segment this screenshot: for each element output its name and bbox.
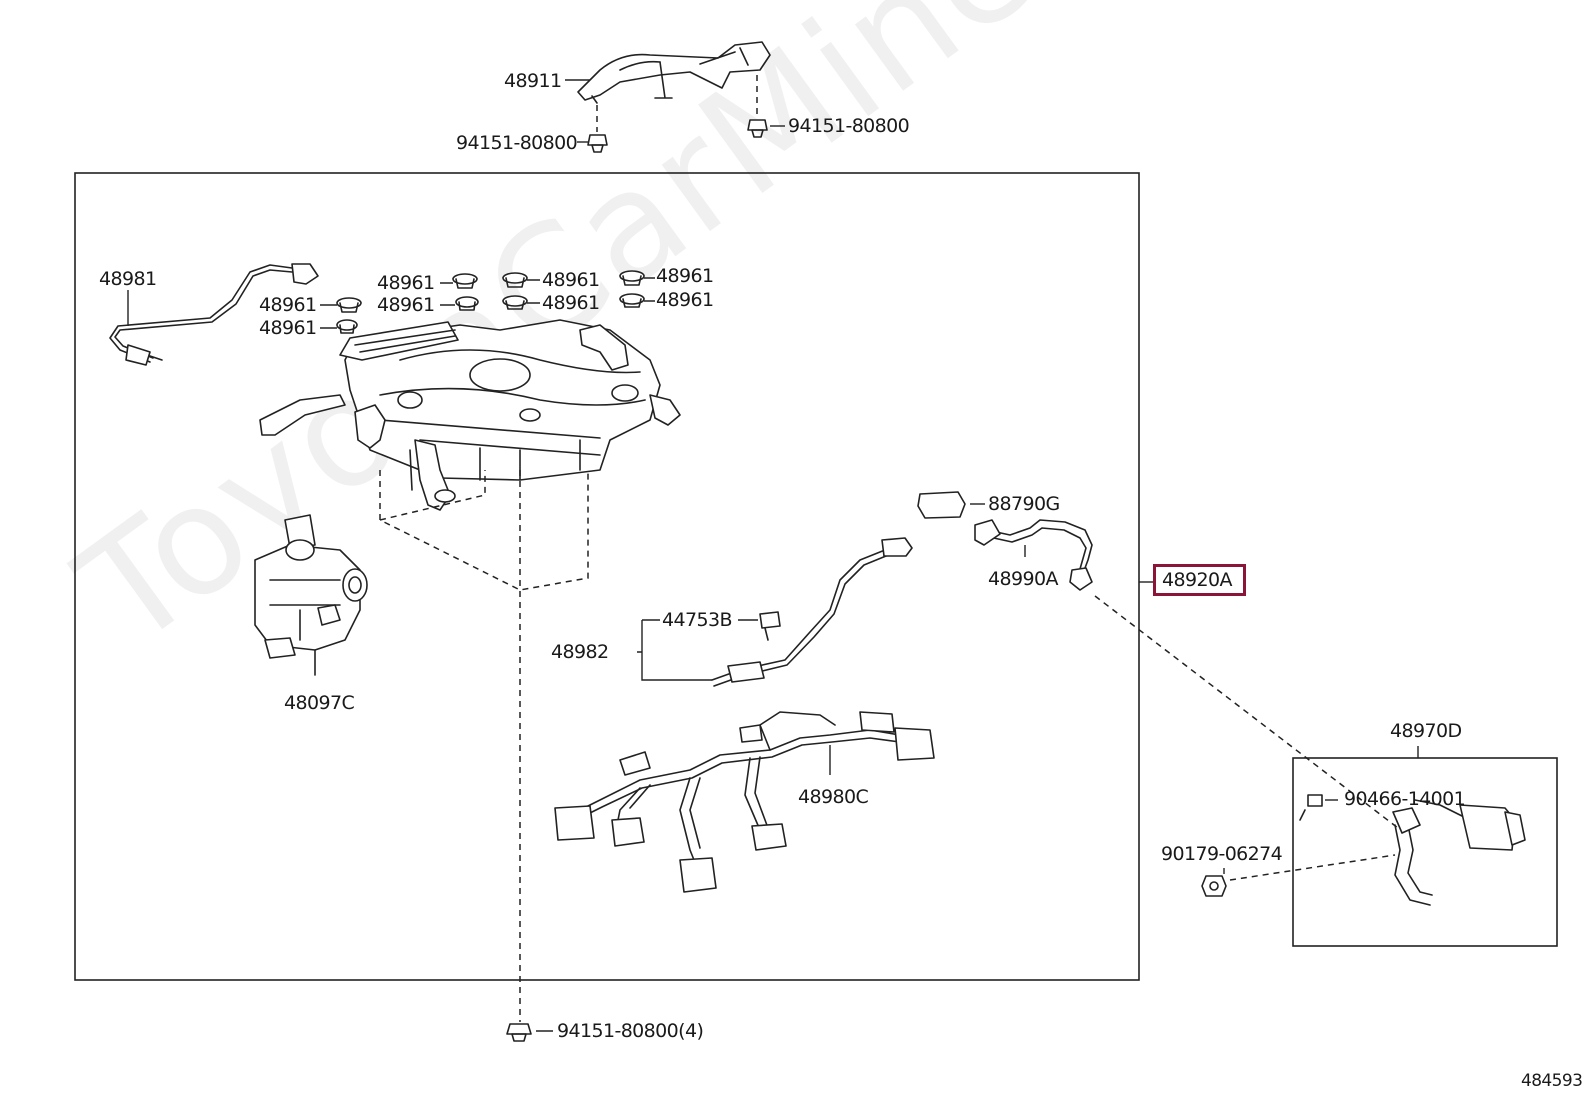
harness-48982-drawing [711, 537, 913, 687]
part-label-48961-3[interactable]: 48961 [377, 272, 435, 294]
subassembly-48970D-drawing [1299, 794, 1526, 906]
harness-48980C-drawing [554, 711, 935, 893]
part-label-48961-2[interactable]: 48961 [259, 317, 317, 339]
part-label-48961-1[interactable]: 48961 [259, 294, 317, 316]
valve-48097C-drawing [254, 514, 368, 676]
part-label-44753B[interactable]: 44753B [662, 609, 732, 631]
part-label-48961-5[interactable]: 48961 [542, 269, 600, 291]
part-label-48961-6[interactable]: 48961 [542, 292, 600, 314]
part-label-48981[interactable]: 48981 [99, 268, 157, 290]
bolt-top-left-drawing [587, 105, 608, 153]
nut-label-90179[interactable]: 90179-06274 [1161, 843, 1283, 865]
nut-90179-drawing [1201, 875, 1227, 897]
bolt-label-top-right[interactable]: 94151-80800 [788, 115, 910, 137]
part-label-48961-7[interactable]: 48961 [656, 265, 714, 287]
bolt-bottom-drawing [506, 1023, 532, 1042]
diagram-number: 484593 [1521, 1071, 1583, 1091]
assembly-frame [74, 172, 1140, 981]
part-label-48961-8[interactable]: 48961 [656, 289, 714, 311]
highlight-box-48920A [1153, 564, 1246, 596]
grommets-48961-drawing [336, 270, 645, 334]
part-label-48961-4[interactable]: 48961 [377, 294, 435, 316]
part-label-48920A[interactable]: 48920A [1162, 569, 1232, 591]
connector-88790G-drawing [917, 491, 966, 519]
leader-lines [127, 79, 1419, 1032]
part-label-48097C[interactable]: 48097C [284, 692, 355, 714]
dashed-bracket-inner [379, 470, 486, 521]
dashed-link-48920A [1094, 595, 1399, 829]
bolt-label-top-left[interactable]: 94151-80800 [456, 132, 578, 154]
part-label-48990A[interactable]: 48990A [988, 568, 1058, 590]
bracket-48911-drawing [577, 41, 771, 104]
dashed-link-90179 [1229, 854, 1396, 881]
harness-48990A-drawing [974, 519, 1093, 591]
part-label-48911[interactable]: 48911 [504, 70, 562, 92]
dashed-bracket-outline [379, 470, 589, 591]
part-label-48970D[interactable]: 48970D [1390, 720, 1462, 742]
part-label-48982[interactable]: 48982 [551, 641, 609, 663]
bolt-label-90466[interactable]: 90466-14001 [1344, 788, 1466, 810]
part-label-88790G[interactable]: 88790G [988, 493, 1060, 515]
tube-48981-drawing [109, 263, 319, 366]
part-label-48980C[interactable]: 48980C [798, 786, 869, 808]
hydraulic-unit-drawing [259, 319, 681, 511]
bolt-top-right-drawing [747, 75, 768, 138]
subassembly-frame-48970D [1292, 757, 1558, 947]
bolt-label-bottom[interactable]: 94151-80800(4) [557, 1020, 704, 1042]
